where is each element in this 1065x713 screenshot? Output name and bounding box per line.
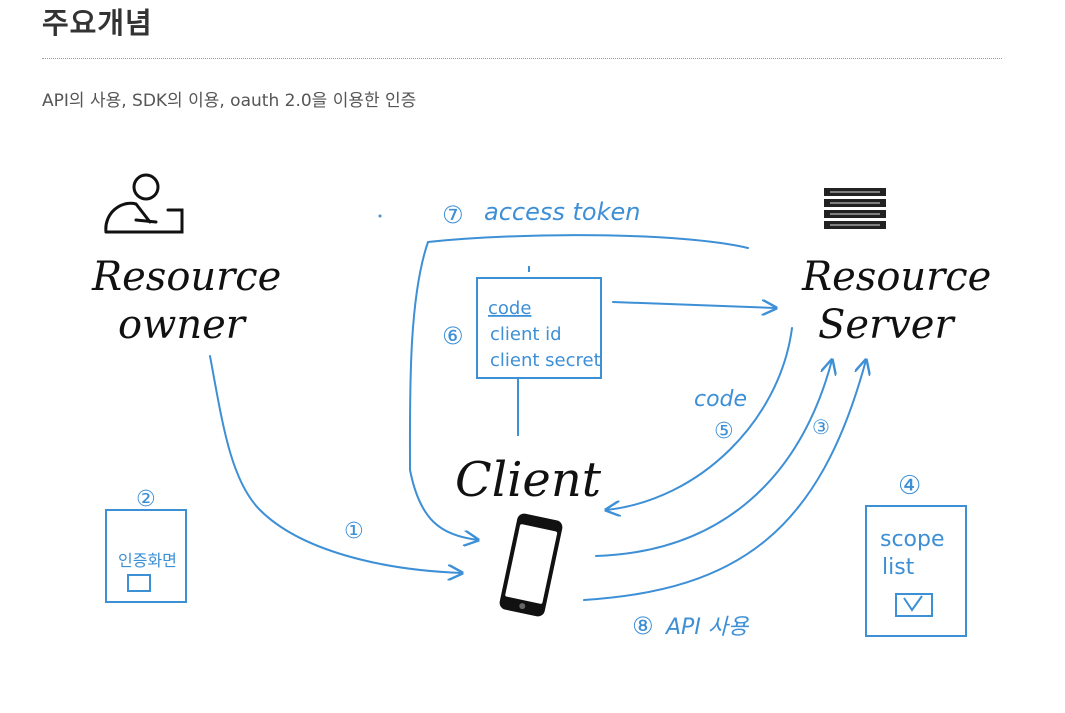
- flow-arrows: [209, 234, 866, 601]
- step5-label: code: [694, 387, 747, 412]
- svg-text:Resource: Resource: [91, 254, 281, 300]
- svg-text:scope: scope: [880, 527, 945, 552]
- title-divider: [42, 58, 1002, 59]
- step6-number: ⑥: [442, 322, 464, 350]
- step8-number: ⑧: [632, 612, 654, 640]
- step8-label: API 사용: [664, 615, 750, 640]
- auth-page-box: 인증화면: [105, 509, 187, 603]
- svg-text:owner: owner: [118, 302, 248, 348]
- step7-number: ⑦: [442, 201, 464, 229]
- resource-server-label: Resource Server: [801, 254, 991, 348]
- page-title: 주요개념: [42, 6, 153, 40]
- svg-text:code: code: [488, 298, 531, 319]
- step5-number: ⑤: [714, 419, 734, 444]
- scope-list-box: scope list: [865, 505, 967, 637]
- svg-text:인증화면: 인증화면: [118, 551, 177, 570]
- resource-owner-label: Resource owner: [91, 254, 281, 348]
- smartphone-icon: [499, 513, 563, 617]
- step-labels: ⑦ access token ⑥ code ⑤ ③ ④ ② ① ⑧ API 사용: [136, 198, 921, 640]
- step2-number: ②: [136, 487, 156, 512]
- step4-number: ④: [898, 471, 921, 501]
- step3-number: ③: [812, 415, 830, 439]
- step7-label: access token: [484, 198, 640, 226]
- client-label: Client: [455, 452, 602, 508]
- user-at-laptop-icon: [104, 173, 184, 234]
- svg-text:client id: client id: [490, 324, 562, 345]
- svg-text:client secret: client secret: [490, 350, 601, 371]
- credentials-box: code client id client secret: [476, 266, 602, 436]
- step1-number: ①: [344, 519, 364, 544]
- svg-text:Server: Server: [818, 302, 956, 348]
- page-subtitle: API의 사용, SDK의 이용, oauth 2.0을 이용한 인증: [42, 91, 417, 111]
- svg-text:list: list: [882, 555, 915, 580]
- server-rack-icon: [824, 188, 886, 229]
- svg-text:Resource: Resource: [801, 254, 991, 300]
